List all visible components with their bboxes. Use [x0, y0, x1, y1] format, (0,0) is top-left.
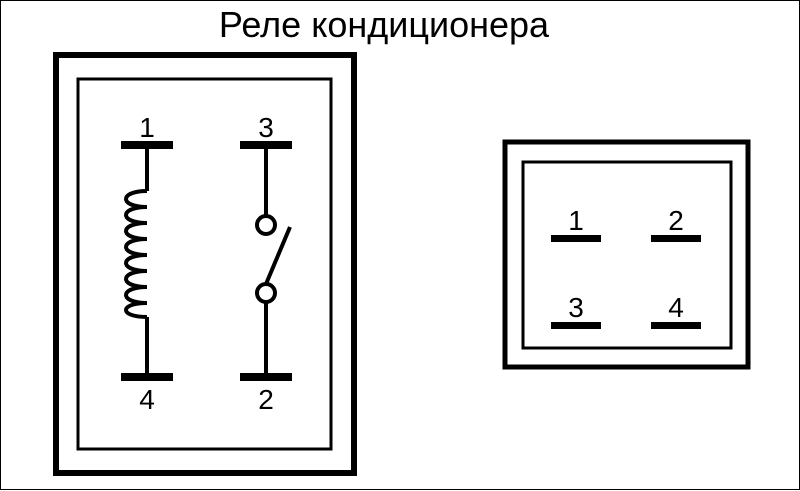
pin-bar-2: [240, 373, 292, 381]
switch-branch: [240, 141, 292, 381]
connector-pin-label-2: 2: [668, 205, 684, 236]
relay-schematic: 1 3 4 2: [53, 52, 357, 476]
coil-winding: [124, 189, 148, 319]
switch-contact-bottom: [255, 282, 277, 304]
schematic-inner-frame: [76, 77, 333, 451]
relay-connector: 1 2 3 4: [502, 139, 751, 370]
pin-bar-3: [240, 141, 292, 149]
connector-pin-bar-2: [651, 235, 701, 242]
diagram-title: Реле кондиционера: [218, 4, 550, 45]
connector-pin-label-4: 4: [668, 292, 684, 323]
connector-pin-bar-4: [651, 322, 701, 329]
schematic-pin-label-3: 3: [258, 112, 274, 143]
switch-blade: [264, 226, 292, 285]
coil-branch: [121, 141, 173, 381]
connector-pin-bar-1: [551, 235, 601, 242]
connector-pin-label-3: 3: [568, 292, 584, 323]
switch-contact-top: [255, 214, 277, 236]
schematic-pin-label-2: 2: [258, 384, 274, 415]
schematic-pin-label-1: 1: [139, 112, 155, 143]
connector-outer-frame: [502, 139, 751, 370]
schematic-outer-frame: [53, 52, 357, 476]
pin-bar-4: [121, 373, 173, 381]
connector-pin-bar-3: [551, 322, 601, 329]
connector-pin-label-1: 1: [568, 205, 584, 236]
pin-bar-1: [121, 141, 173, 149]
connector-inner-frame: [521, 160, 733, 350]
schematic-pin-label-4: 4: [139, 384, 155, 415]
